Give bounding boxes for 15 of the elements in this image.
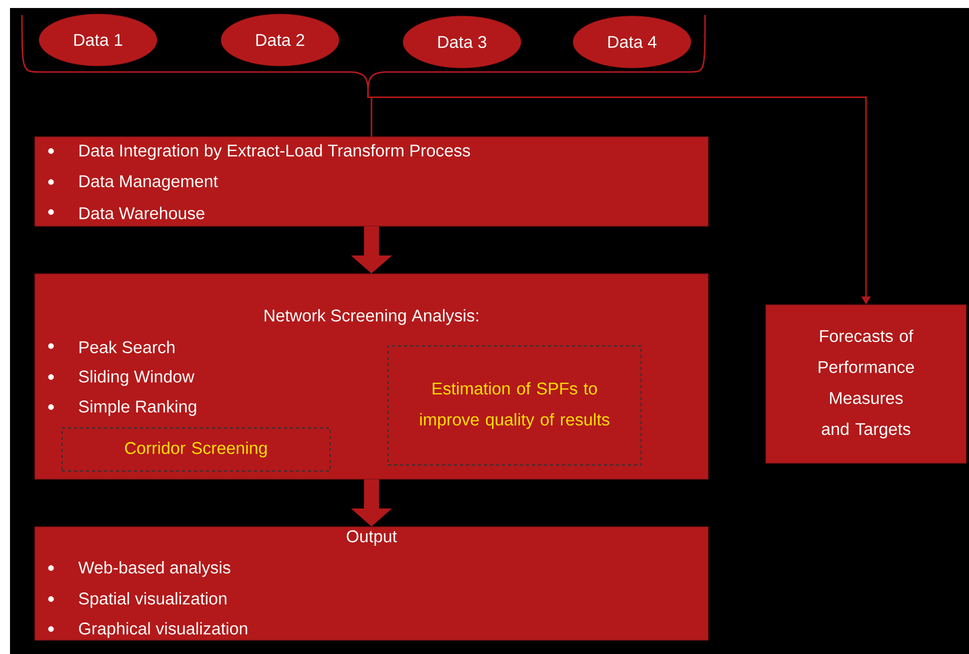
dashed-box: Estimation of SPFs to improve quality of results	[387, 345, 642, 466]
list-item: Graphical visualization	[48, 622, 248, 638]
list-item: Spatial visualization	[48, 592, 226, 608]
list-item: Data Warehouse	[48, 206, 204, 220]
dashed-box: Corridor Screening	[61, 427, 331, 472]
list-item: Web-based analysis	[48, 561, 230, 577]
box-text: Forecasts of Performance Measures and Targets	[818, 330, 914, 438]
list-item: Sliding Window	[48, 370, 194, 386]
box-heading: Network Screening Analysis:	[264, 309, 478, 325]
list-item: Data Integration by Extract-Load Transform Process	[48, 144, 470, 160]
box-heading: Output	[346, 530, 397, 546]
list-item: Peak Search	[48, 340, 174, 354]
list-item: Simple Ranking	[48, 400, 196, 416]
list-item: Data Management	[48, 175, 218, 191]
curly-brace	[21, 15, 706, 91]
